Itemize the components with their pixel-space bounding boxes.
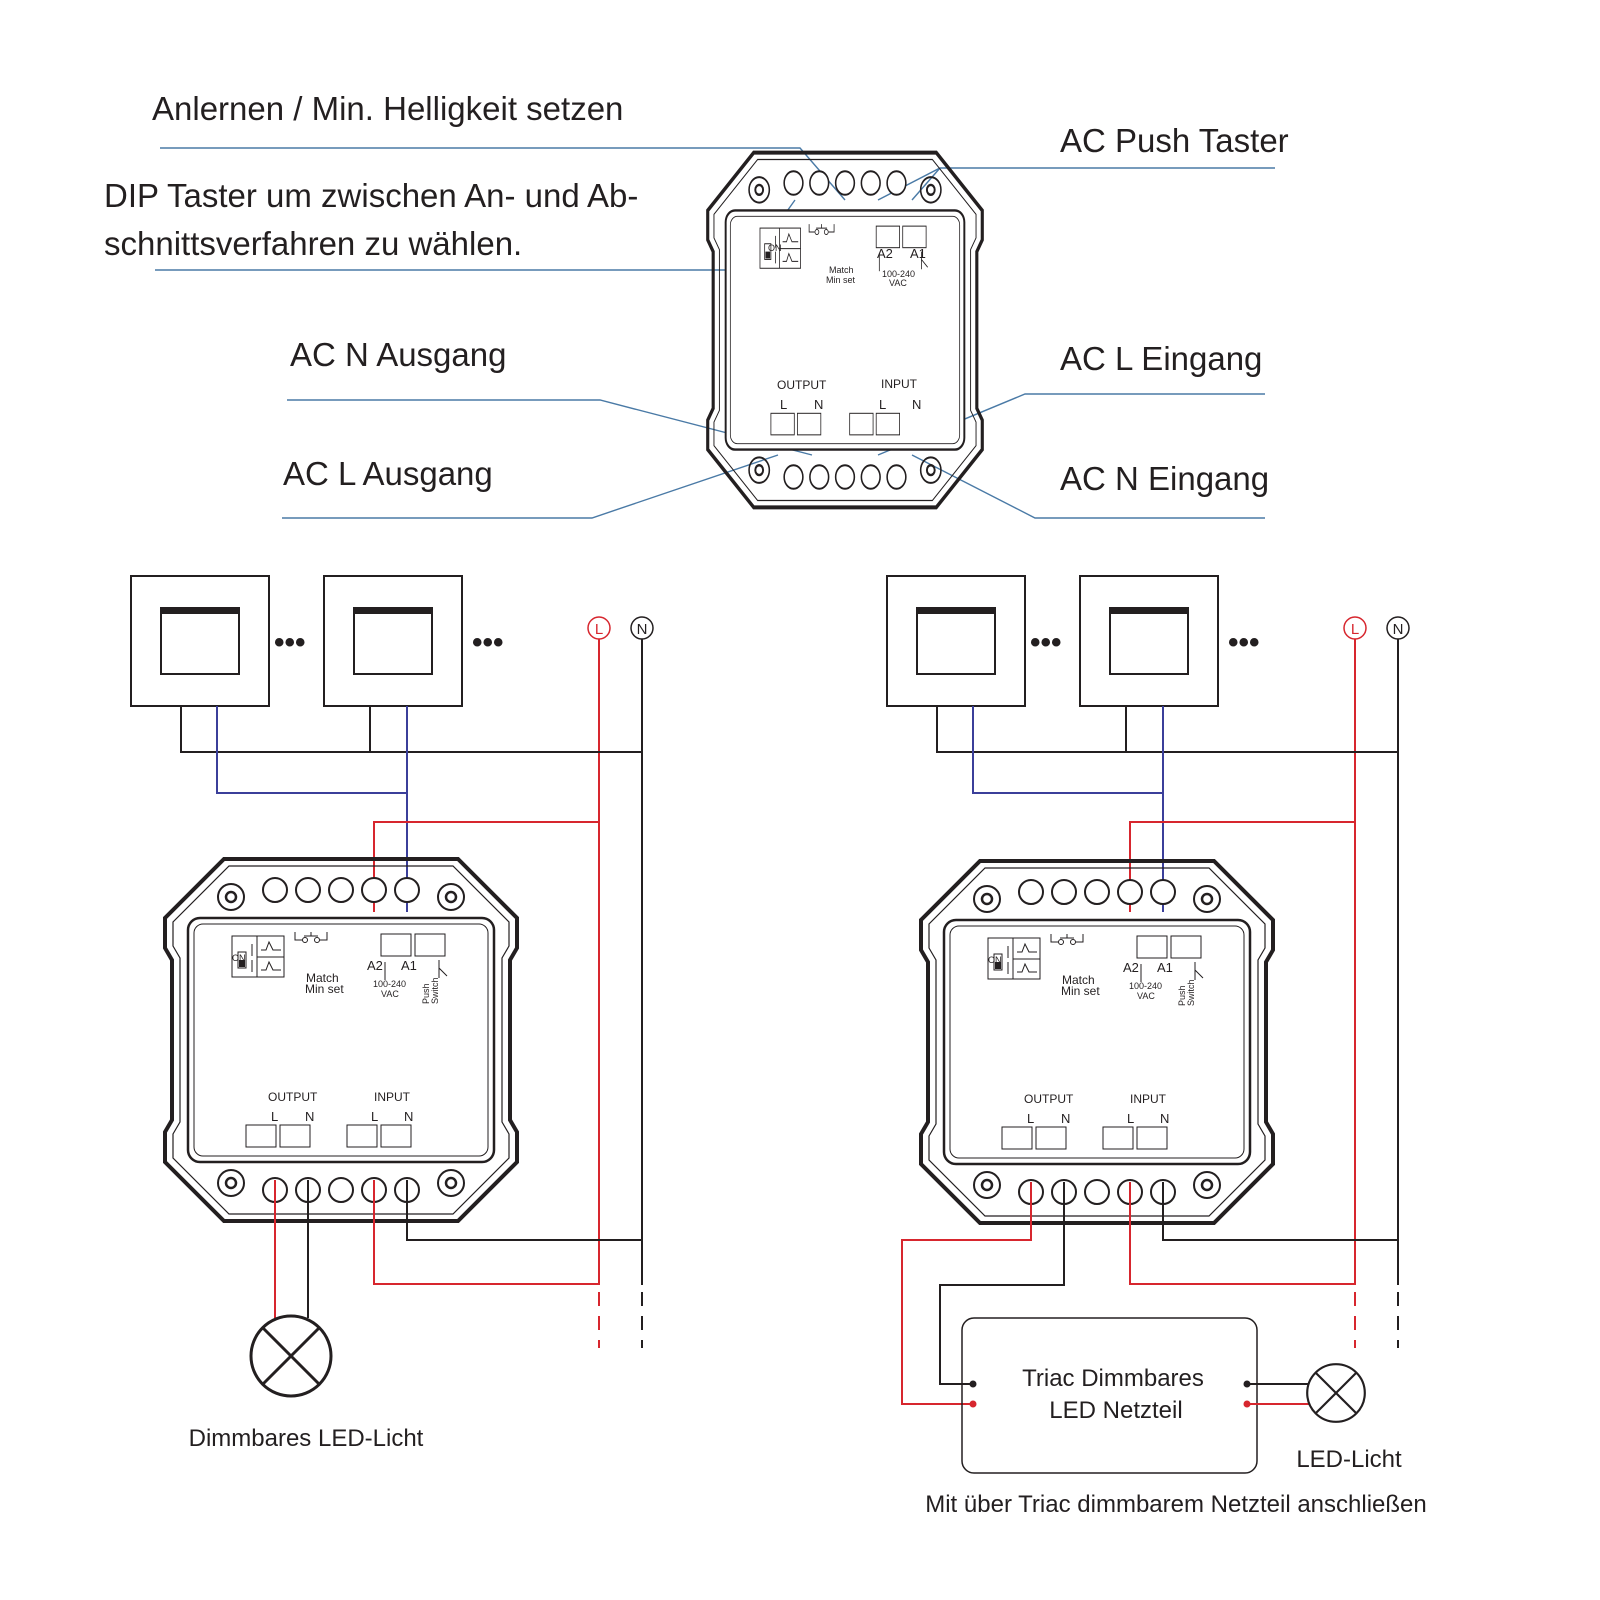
dimmer-module-top: [705, 150, 985, 510]
neutral-bus-label: N: [637, 621, 648, 638]
live-bus-label: L: [595, 621, 603, 638]
output-label: OUTPUT: [1024, 1092, 1074, 1106]
vac-label: VAC: [381, 989, 399, 999]
wall-switch-1: [886, 575, 1026, 707]
a2-label: A2: [367, 958, 383, 973]
psu-input-n-dot: [969, 1380, 977, 1388]
a1-label-top: A1: [910, 246, 926, 261]
voltage-label: 100-240: [373, 979, 406, 989]
dimmer-module-right: [919, 859, 1275, 1225]
in-n-label: N: [404, 1109, 413, 1124]
push-label: Push: [1177, 985, 1187, 1006]
psu-input-l-dot: [969, 1400, 977, 1408]
match-label-top: Match: [829, 265, 854, 275]
a2-label: A2: [1123, 960, 1139, 975]
left-caption: Dimmbares LED-Licht: [189, 1425, 424, 1452]
triac-psu-box: [961, 1317, 1258, 1474]
psu-label-line1: Triac Dimmbares: [1022, 1365, 1204, 1392]
callout-ac-l-out: AC L Ausgang: [283, 455, 493, 492]
out-n-label-top: N: [814, 397, 823, 412]
min-set-label-top: Min set: [826, 275, 856, 285]
callout-leaders: [155, 147, 1275, 519]
dip-on-label: ON: [988, 955, 1002, 965]
switch-label: Switch: [1186, 979, 1196, 1006]
min-set-label: Min set: [1061, 984, 1100, 998]
right-caption: Mit über Triac dimmbarem Netzteil anschl…: [925, 1491, 1427, 1518]
vac-label: VAC: [1137, 991, 1155, 1001]
min-set-label: Min set: [305, 982, 344, 996]
a1-label: A1: [401, 958, 417, 973]
led-lamp-right: [1306, 1363, 1366, 1423]
right-wiring-diagram: ••• ••• L N ON Match Min set A2 A1 100-2…: [886, 575, 1427, 1518]
a1-label: A1: [1157, 960, 1173, 975]
in-l-label: L: [1127, 1111, 1134, 1126]
psu-label-line2: LED Netzteil: [1049, 1397, 1182, 1424]
dimmer-module-left: [163, 857, 519, 1223]
input-label-top: INPUT: [881, 377, 918, 391]
out-n-label: N: [305, 1109, 314, 1124]
right-lamp-caption: LED-Licht: [1296, 1446, 1402, 1473]
dip-on-label-top: ON: [768, 243, 782, 253]
push-label: Push: [421, 983, 431, 1004]
input-label: INPUT: [374, 1090, 411, 1104]
in-l-label: L: [371, 1109, 378, 1124]
callout-dip-line1: DIP Taster um zwischen An- und Ab-: [104, 177, 638, 214]
top-callout-diagram: Anlernen / Min. Helligkeit setzen AC Pus…: [104, 90, 1289, 519]
wall-switch-1: [130, 575, 270, 707]
switch-more-dots: •••: [1228, 626, 1260, 659]
callout-ac-push: AC Push Taster: [1060, 122, 1289, 159]
callout-dip-line2: schnittsverfahren zu wählen.: [104, 225, 522, 262]
voltage-label: 100-240: [1129, 981, 1162, 991]
switch-label: Switch: [430, 977, 440, 1004]
out-n-label: N: [1061, 1111, 1070, 1126]
left-wiring-diagram: ••• ••• L N ON Match Min set A2 A1 100-2…: [130, 575, 654, 1452]
vac-label-top: VAC: [889, 278, 907, 288]
output-label: OUTPUT: [268, 1090, 318, 1104]
match-label: Match: [1062, 973, 1095, 987]
led-lamp-left: [249, 1314, 333, 1398]
switch-more-dots: •••: [274, 626, 306, 659]
out-l-label-top: L: [780, 397, 787, 412]
out-l-label: L: [271, 1109, 278, 1124]
in-l-label-top: L: [879, 397, 886, 412]
out-l-label: L: [1027, 1111, 1034, 1126]
a2-label-top: A2: [877, 246, 893, 261]
callout-learn-min: Anlernen / Min. Helligkeit setzen: [152, 90, 623, 127]
output-label-top: OUTPUT: [777, 378, 827, 392]
switch-more-dots: •••: [1030, 626, 1062, 659]
voltage-label-top: 100-240: [882, 269, 915, 279]
dip-on-label: ON: [232, 953, 246, 963]
in-n-label-top: N: [912, 397, 921, 412]
live-bus-label: L: [1351, 621, 1359, 638]
input-label: INPUT: [1130, 1092, 1167, 1106]
callout-ac-n-out: AC N Ausgang: [290, 336, 506, 373]
wall-switch-2: [323, 575, 463, 707]
wall-switch-2: [1079, 575, 1219, 707]
in-n-label: N: [1160, 1111, 1169, 1126]
neutral-bus-label: N: [1393, 621, 1404, 638]
callout-ac-l-in: AC L Eingang: [1060, 340, 1262, 377]
switch-more-dots: •••: [472, 626, 504, 659]
callout-ac-n-in: AC N Eingang: [1060, 460, 1269, 497]
match-label: Match: [306, 971, 339, 985]
